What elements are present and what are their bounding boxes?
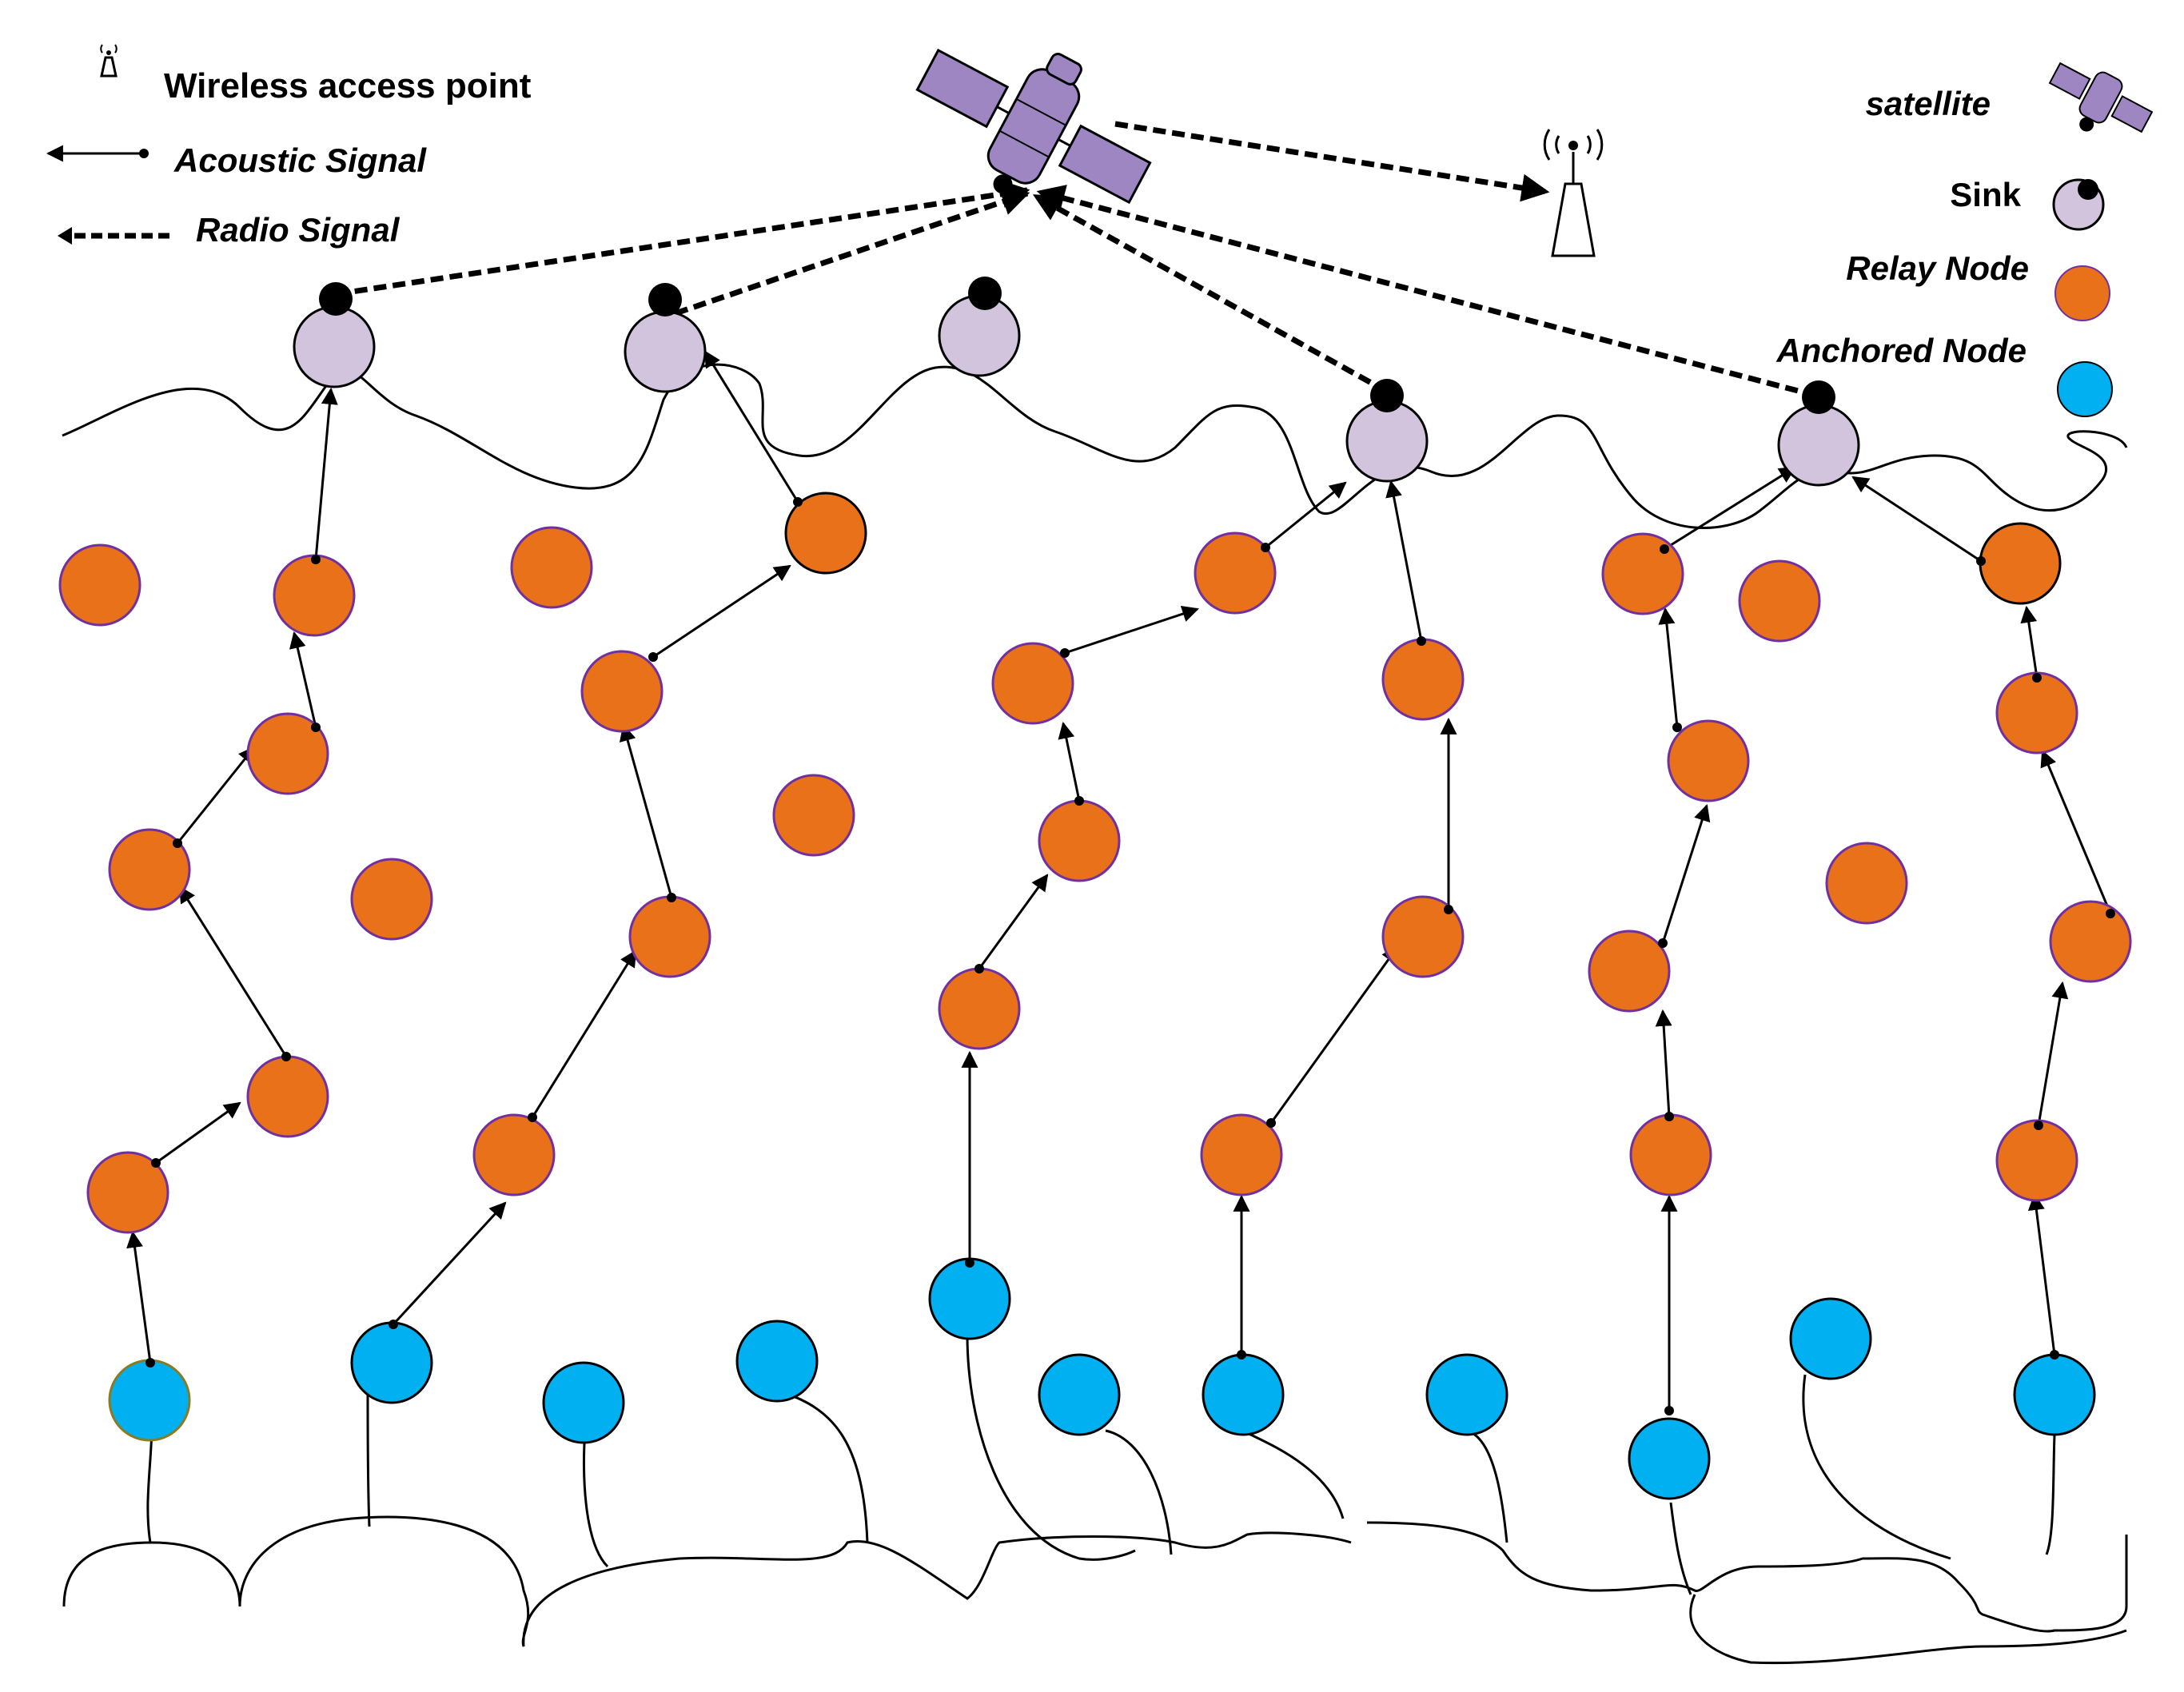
legend-wireless-label: Wireless access point: [164, 66, 532, 106]
radio-signal-sample: [58, 227, 169, 245]
acoustic-links: [126, 350, 2112, 1411]
sea-surface: [62, 363, 2128, 529]
anchored-node: [735, 1320, 819, 1403]
legend-radio-label: Radio Signal: [196, 211, 401, 249]
anchored-node: [542, 1361, 625, 1444]
relay-node: [246, 1055, 329, 1138]
relay-node: [510, 526, 593, 609]
relay-node: [1995, 1119, 2078, 1202]
relay-node: [1667, 719, 1750, 802]
radio-link-sink4: [1032, 193, 1389, 395]
relay-node: [246, 712, 329, 795]
antenna-icon: [100, 44, 118, 78]
anchored-node: [1202, 1353, 1285, 1436]
sink-node: [1345, 379, 1429, 483]
sink-node: [293, 282, 376, 388]
anchored-nodes: [108, 1257, 2096, 1500]
access-point-icon: [1543, 129, 1604, 257]
radio-link-sink2: [674, 188, 1030, 317]
relay-node: [938, 967, 1021, 1050]
anchored-node: [1425, 1353, 1508, 1436]
tethers: [146, 1334, 2056, 1595]
radio-link-sink5: [1036, 185, 1817, 399]
relay-node: [86, 1151, 169, 1234]
relay-node: [1194, 531, 1277, 615]
relay-node: [1979, 522, 2062, 605]
legend-right: satellite Sink Relay Node Anchored Node: [1775, 62, 2154, 417]
anchored-node: [1038, 1353, 1121, 1436]
anchored-node: [2013, 1353, 2096, 1436]
legend-sink-label: Sink: [1950, 176, 2021, 213]
sea-floor-lower: [1689, 1594, 2127, 1665]
sink-node: [1777, 380, 1860, 487]
relay-node: [108, 828, 191, 911]
relay-node: [350, 858, 433, 941]
relay-node: [58, 543, 141, 627]
relay-node: [1588, 930, 1671, 1013]
relay-node: [472, 1113, 556, 1196]
relay-node: [1381, 638, 1465, 721]
relay-node: [784, 492, 867, 575]
sea-floor: [62, 1515, 2128, 1647]
relay-node: [1738, 559, 1821, 643]
relay-node: [1995, 671, 2078, 754]
relay-node: [1601, 532, 1684, 615]
link-origin-dots: [145, 497, 2115, 1415]
radio-link-ap: [1114, 121, 1550, 202]
acoustic-signal-sample: [46, 145, 149, 162]
relay-node: [1629, 1113, 1712, 1196]
sink-nodes: [293, 277, 1860, 487]
legend-satellite-label: satellite: [1866, 85, 1991, 122]
relay-node: [2049, 900, 2132, 983]
satellite-main-icon: [915, 48, 1152, 205]
anchored-node: [108, 1359, 191, 1442]
legend-anchored-symbol: [2057, 361, 2113, 417]
relay-node: [1200, 1113, 1283, 1196]
sink-node: [938, 277, 1021, 377]
legend-anchored-label: Anchored Node: [1775, 332, 2027, 369]
relay-node: [1381, 895, 1465, 978]
legend-relay-label: Relay Node: [1846, 249, 2029, 287]
relay-node: [1825, 842, 1908, 925]
relay-nodes: [58, 492, 2132, 1234]
radio-link-sink1: [335, 180, 1030, 297]
relay-node: [580, 650, 664, 733]
satellite-icon: [2048, 62, 2154, 133]
relay-node: [1038, 799, 1121, 882]
relay-node: [772, 774, 855, 857]
anchored-node: [928, 1257, 1011, 1340]
legend-left: Wireless access point Acoustic Signal Ra…: [46, 44, 532, 249]
anchored-node: [1789, 1297, 1872, 1380]
sink-node: [624, 283, 707, 393]
relay-node: [991, 642, 1074, 725]
radio-links: [335, 121, 1817, 399]
relay-node: [628, 895, 711, 978]
legend-acoustic-label: Acoustic Signal: [173, 141, 427, 179]
legend-sink-symbol: [2052, 178, 2105, 231]
relay-node: [273, 554, 356, 637]
anchored-node: [350, 1321, 433, 1404]
anchored-node: [1628, 1417, 1711, 1500]
legend-relay-symbol: [2054, 265, 2110, 321]
